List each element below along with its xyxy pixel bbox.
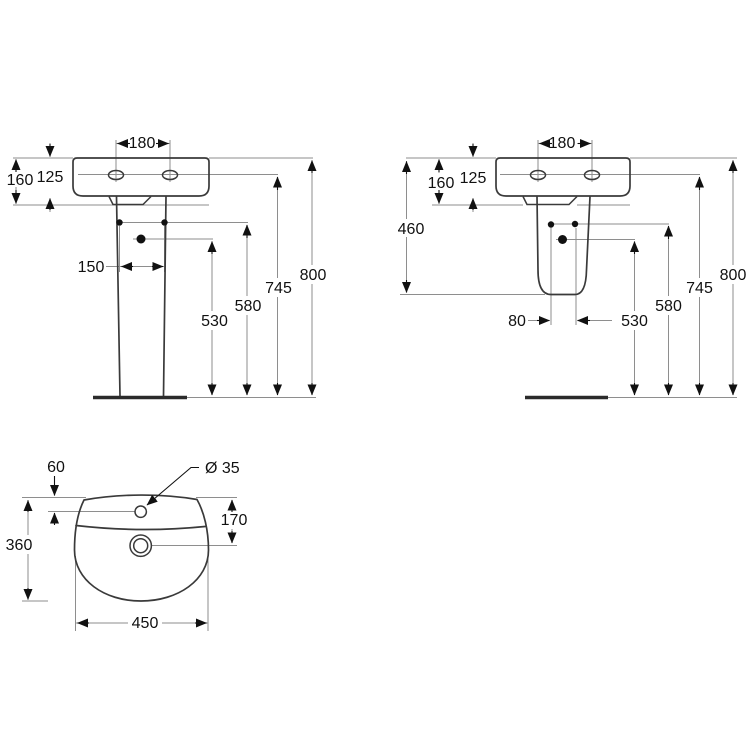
tap-hole-right (583, 169, 601, 181)
basin-outline (72, 157, 210, 206)
dim-label-160: 160 (428, 175, 455, 192)
diameter-leader-line (146, 466, 199, 506)
dim-label-580: 580 (655, 298, 682, 315)
dim-label-60: 60 (47, 459, 65, 476)
dim-label-530: 530 (621, 313, 648, 330)
dim-label-180: 180 (129, 135, 156, 152)
fixing-holes (116, 219, 168, 244)
dimension-arrows (11, 139, 317, 396)
dim-label-160: 160 (7, 172, 34, 189)
dim-label-745: 745 (265, 280, 292, 297)
dim-label-125: 125 (460, 170, 487, 187)
pedestal-outline (115, 195, 167, 397)
dim-label-800: 800 (300, 267, 327, 284)
dim-label-580: 580 (235, 298, 262, 315)
basin-plan-outline (73, 494, 210, 602)
drain-hole (558, 235, 567, 244)
overflow-detail (522, 195, 578, 206)
dim-label-180: 180 (549, 135, 576, 152)
fixing-holes (547, 220, 579, 244)
plan-view: 60 Ø 35 170 360 450 (6, 459, 248, 632)
dim-label-150: 150 (78, 259, 105, 276)
dim-label-460: 460 (398, 221, 425, 238)
drain-inner (132, 537, 149, 554)
front-view-pedestal: 180 160 125 150 530 580 745 800 (7, 135, 327, 400)
dim-label-125: 125 (37, 169, 64, 186)
tap-hole-left (529, 169, 547, 181)
dimension-arrows (23, 466, 237, 628)
dim-label-80: 80 (508, 313, 526, 330)
dimension-arrows (402, 139, 738, 396)
front-view-semi-pedestal: 180 160 125 460 80 530 580 745 800 (398, 135, 747, 400)
semi-pedestal-outline (536, 195, 591, 296)
basin-outline (495, 157, 631, 206)
drain-outer (129, 534, 153, 558)
tap-hole-left (107, 169, 125, 181)
dim-label-360: 360 (6, 537, 33, 554)
overflow-detail (108, 195, 152, 206)
dim-label-745: 745 (686, 280, 713, 297)
deck-edge (75, 524, 206, 531)
tap-hole (134, 505, 148, 519)
dim-label-530: 530 (201, 313, 228, 330)
dim-label-450: 450 (132, 615, 159, 632)
dim-label-diameter-35: Ø 35 (205, 460, 240, 477)
drain-hole (136, 234, 146, 244)
tap-hole-right (161, 169, 179, 181)
dim-label-800: 800 (720, 267, 747, 284)
dim-label-170: 170 (221, 512, 248, 529)
